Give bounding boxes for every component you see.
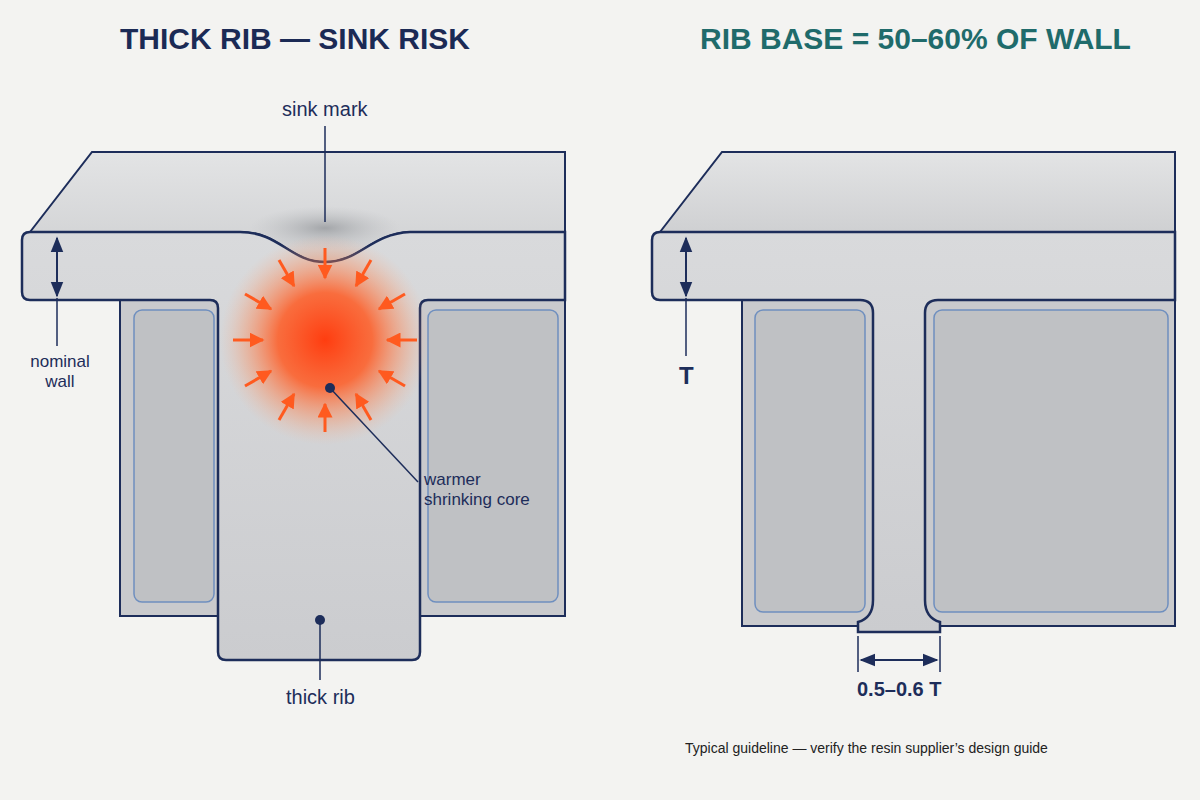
callout-label: sink mark	[282, 98, 368, 121]
wall-and-thin-rib	[652, 232, 1175, 632]
dimension-arrow	[861, 659, 937, 661]
panel-title: RIB BASE = 50–60% OF WALL	[700, 22, 1131, 57]
cavity	[934, 310, 1168, 612]
leader-line	[324, 126, 326, 222]
thin-rib-part	[652, 152, 1175, 672]
wall-and-thick-rib	[22, 232, 565, 660]
extension-line	[939, 636, 941, 672]
leader-line	[685, 298, 687, 356]
callout-label: warmer shrinking core	[424, 470, 544, 509]
shrink-arrows	[233, 248, 417, 432]
callout-label: nominal wall	[20, 352, 100, 391]
dimension-arrow	[685, 238, 687, 296]
extension-line	[857, 636, 859, 672]
dimension-label: T	[679, 362, 694, 390]
cavity	[755, 310, 865, 612]
callout-label: thick rib	[286, 686, 355, 709]
leader-line	[330, 388, 418, 482]
panel-title: THICK RIB — SINK RISK	[120, 22, 470, 57]
cavity	[428, 310, 558, 602]
thick-rib-part	[22, 126, 565, 680]
hot-core	[220, 235, 430, 445]
leader-line	[319, 620, 321, 680]
footnote: Typical guideline — verify the resin sup…	[685, 740, 1048, 756]
leader-line	[56, 298, 58, 346]
dimension-label: 0.5–0.6 T	[857, 678, 942, 701]
top-surface	[660, 152, 1175, 232]
dimension-arrow	[56, 238, 58, 296]
cavity	[134, 310, 214, 602]
side-wall	[742, 296, 1175, 626]
